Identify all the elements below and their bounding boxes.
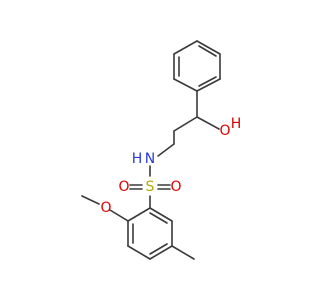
atom-o-methoxy: O — [100, 200, 111, 216]
bond — [173, 78, 198, 92]
atom-n: N — [145, 151, 155, 167]
double-bond-inner — [149, 212, 168, 224]
double-bond-inner — [149, 243, 168, 255]
bond-o-methyl — [81, 195, 100, 205]
atom-h-on-n: H — [132, 151, 143, 167]
bond — [149, 245, 173, 260]
double-bond-inner — [198, 76, 217, 87]
benzene-ring — [127, 207, 173, 260]
bond-to-oh — [196, 116, 220, 130]
double-bond-inner — [198, 45, 217, 57]
atom-o-right: O — [170, 179, 181, 195]
bond — [196, 40, 221, 55]
atom-o-left: O — [118, 179, 129, 195]
molecule-canvas: S O O N H O H O — [81, 40, 242, 260]
atom-h-hydroxyl: H — [231, 116, 242, 132]
bond — [127, 207, 151, 222]
bond — [149, 207, 173, 222]
bond — [196, 78, 221, 92]
molecule-structure: S O O N H O H O — [81, 40, 242, 260]
bond-to-n — [157, 143, 175, 157]
bond — [173, 40, 198, 55]
atom-s: S — [146, 179, 155, 195]
bond — [127, 245, 151, 260]
phenyl-ring — [173, 40, 221, 92]
atom-o-hydroxyl: O — [219, 123, 230, 139]
bond — [173, 116, 198, 132]
bond-ring-o — [109, 209, 129, 222]
bond-ring-methyl — [171, 245, 195, 260]
